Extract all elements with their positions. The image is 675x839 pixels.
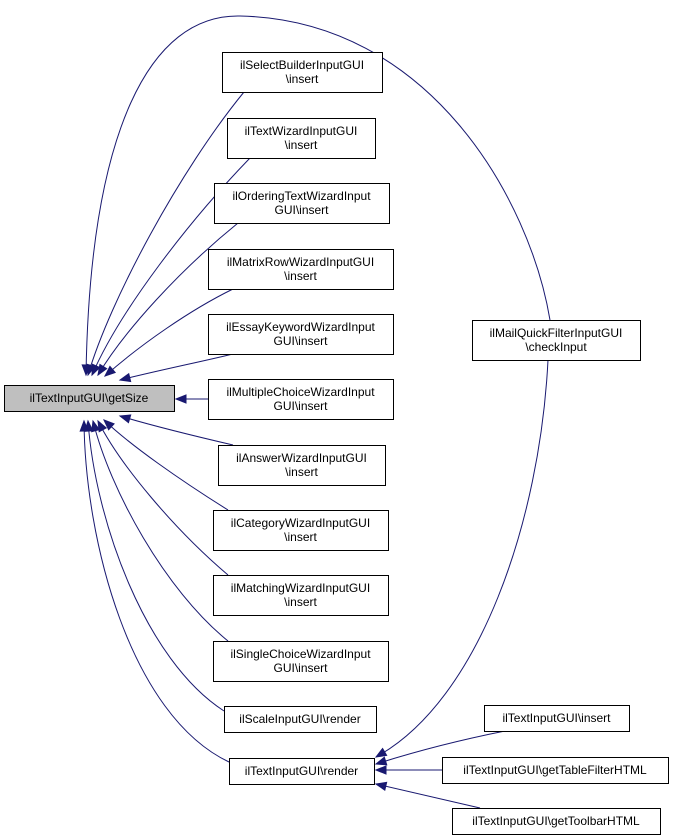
edge-categoryWizard-to-getSize-arrowhead [103,419,115,431]
edge-mailQuickFilter-to-textRender [375,359,549,758]
node-label: ilSingleChoiceWizardInput [230,647,371,661]
node-label: \insert [285,138,318,152]
node-label: \checkInput [525,340,587,354]
node-label: ilAnswerWizardInputGUI [236,451,367,465]
edge-textInsert-to-textRender [375,730,506,765]
node-categoryWizard[interactable]: ilCategoryWizardInputGUI\insert [213,510,389,551]
node-label: ilMatrixRowWizardInputGUI [227,255,374,269]
edge-tableFilter-to-textRender-arrowhead [374,765,387,775]
node-label: \insert [284,530,317,544]
node-label: ilTextInputGUI\getToolbarHTML [472,814,640,828]
node-label: GUI\insert [273,399,328,413]
node-label: \insert [286,72,319,86]
node-label: ilMultipleChoiceWizardInput [226,385,375,399]
node-box[interactable] [208,249,394,290]
node-selectBuilder[interactable]: ilSelectBuilderInputGUI\insert [222,52,383,93]
node-box[interactable] [214,183,390,224]
edge-textWizard-to-getSize-arrowhead [91,363,101,377]
edge-answerWizard-to-getSize [119,415,234,446]
node-label: ilMatchingWizardInputGUI [231,581,370,595]
edge-mailQuickFilter-to-textRender-arrowhead [374,747,388,758]
node-label: GUI\insert [273,661,328,675]
node-answerWizard[interactable]: ilAnswerWizardInputGUI\insert [218,445,386,486]
node-box[interactable] [213,575,389,616]
node-label: ilTextInputGUI\insert [502,711,611,725]
node-box[interactable] [227,118,376,159]
node-tableFilter[interactable]: ilTextInputGUI\getTableFilterHTML [442,757,669,784]
edge-orderingText-to-getSize [97,222,239,376]
edge-textInsert-to-textRender-arrowhead [374,756,388,766]
node-label: \insert [285,465,318,479]
node-box[interactable] [213,510,389,551]
node-label: ilTextInputGUI\getTableFilterHTML [463,763,647,777]
edge-singleChoice-to-getSize [92,420,229,642]
node-scaleRender[interactable]: ilScaleInputGUI\render [224,706,377,733]
node-box[interactable] [208,379,394,420]
edge-matrixRow-to-getSize-arrowhead [103,365,117,377]
node-box[interactable] [452,808,661,835]
node-label: ilTextInputGUI\render [245,764,358,778]
node-label: GUI\insert [273,334,328,348]
edge-essayKeyword-to-getSize-arrowhead [118,372,132,383]
edge-matchingWizard-to-getSize [97,420,229,576]
node-box[interactable] [213,641,389,682]
edge-textRender-to-getSize [83,420,230,763]
node-label: GUI\insert [274,203,329,217]
node-label: ilCategoryWizardInputGUI [231,516,370,530]
edge-toolbar-to-textRender-arrowhead [374,781,388,792]
node-box[interactable] [4,385,175,412]
node-label: \insert [284,269,317,283]
edge-singleChoice-to-getSize-arrowhead [91,419,101,433]
node-label: ilSelectBuilderInputGUI [240,58,364,72]
node-label: ilMailQuickFilterInputGUI [490,326,623,340]
node-box[interactable] [224,706,377,733]
node-label: ilTextInputGUI\getSize [30,391,149,405]
node-matrixRow[interactable]: ilMatrixRowWizardInputGUI\insert [208,249,394,290]
edge-mailQuickFilter-to-getSize [85,15,551,376]
node-label: ilOrderingTextWizardInput [232,189,371,203]
edge-multipleChoice-to-getSize-arrowhead [174,394,187,404]
edge-mailQuickFilter-to-getSize-arrowhead [81,364,91,377]
node-label: ilEssayKeywordWizardInput [226,320,375,334]
node-label: ilTextWizardInputGUI [245,124,358,138]
edges-layer [79,15,551,809]
node-textWizard[interactable]: ilTextWizardInputGUI\insert [227,118,376,159]
node-box[interactable] [229,758,375,785]
node-textRender[interactable]: ilTextInputGUI\render [229,758,375,785]
node-textInsert[interactable]: ilTextInputGUI\insert [484,705,630,732]
edge-categoryWizard-to-getSize [103,419,229,511]
node-box[interactable] [484,705,630,732]
node-box[interactable] [208,314,394,355]
edge-matrixRow-to-getSize [104,288,234,377]
node-box[interactable] [222,52,383,93]
node-mailQuickFilter[interactable]: ilMailQuickFilterInputGUI\checkInput [472,320,641,361]
node-label: ilScaleInputGUI\render [239,712,360,726]
edge-toolbar-to-textRender [375,783,481,809]
edge-essayKeyword-to-getSize [119,353,234,381]
edge-textWizard-to-getSize [91,157,251,376]
nodes-layer: ilTextInputGUI\getSize ilSelectBuilderInp… [4,52,669,835]
edge-selectBuilder-to-getSize [87,91,245,376]
node-toolbar[interactable]: ilTextInputGUI\getToolbarHTML [452,808,661,835]
node-box[interactable] [472,320,641,361]
edge-matchingWizard-to-getSize-arrowhead [97,419,108,433]
edge-orderingText-to-getSize-arrowhead [97,363,108,377]
node-getSize[interactable]: ilTextInputGUI\getSize [4,385,175,412]
node-box[interactable] [442,757,669,784]
edge-textRender-to-getSize-arrowhead [79,419,89,432]
node-label: \insert [284,595,317,609]
edge-answerWizard-to-getSize-arrowhead [118,414,132,424]
node-box[interactable] [218,445,386,486]
node-matchingWizard[interactable]: ilMatchingWizardInputGUI\insert [213,575,389,616]
edge-scaleRender-to-getSize [87,420,225,712]
